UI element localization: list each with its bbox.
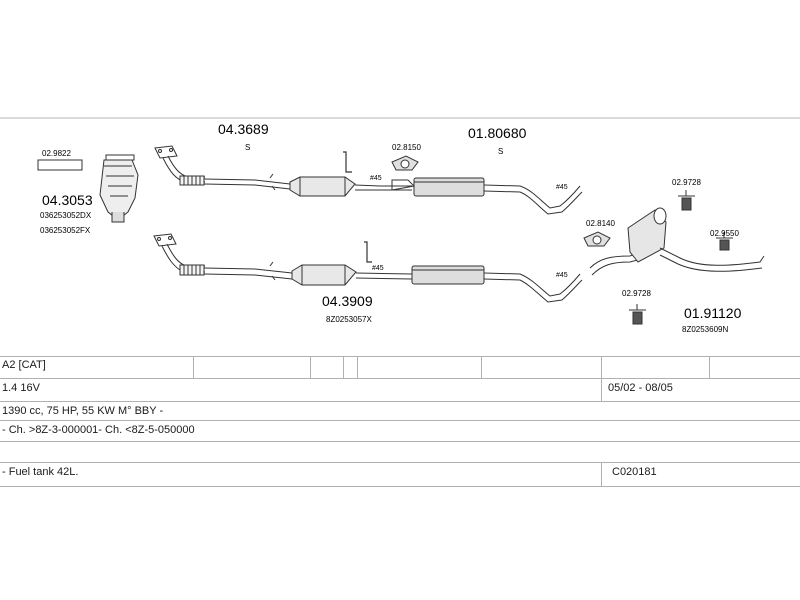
front-pipe-upper[interactable] [154, 145, 291, 191]
annotation-45-2: #45 [556, 184, 568, 191]
table-border [0, 401, 800, 402]
code-036253052FX: 036253052FX [40, 226, 91, 235]
rear-silencer[interactable] [589, 207, 765, 276]
table-border [0, 462, 800, 463]
hanger-upper[interactable] [343, 151, 352, 173]
hanger-lower[interactable] [364, 241, 372, 263]
table-border [0, 420, 800, 421]
table-divider [481, 356, 482, 378]
label-04-3689: 04.3689 [218, 121, 269, 137]
label-02-9728-upper: 02.9728 [672, 178, 701, 187]
engine-cell: 1.4 16V [2, 382, 40, 394]
label-04-3053: 04.3053 [42, 192, 93, 208]
annotation-45-1: #45 [370, 175, 382, 182]
table-divider [343, 356, 344, 378]
label-02-9550: 02.9550 [710, 229, 739, 238]
table-divider [709, 356, 710, 378]
table-border [0, 441, 800, 442]
specs-cell: 1390 cc, 75 HP, 55 KW M° BBY - [2, 405, 164, 417]
date-range-cell: 05/02 - 08/05 [608, 382, 673, 394]
chassis-cell: - Ch. >8Z-3-000001- Ch. <8Z-5-050000 [2, 424, 195, 436]
label-01-80680: 01.80680 [468, 125, 527, 141]
label-02-8150: 02.8150 [392, 143, 421, 152]
code-8Z0253057X: 8Z0253057X [326, 315, 372, 324]
gasket-02-9822[interactable] [37, 159, 83, 171]
table-divider [310, 356, 311, 378]
gasket-02-8140[interactable] [583, 231, 611, 247]
middle-silencer-lower[interactable] [411, 265, 583, 303]
table-border [0, 378, 800, 379]
gasket-02-8150[interactable] [391, 155, 419, 191]
table-divider [193, 356, 194, 378]
table-divider [357, 356, 358, 378]
label-02-9822: 02.9822 [42, 149, 71, 158]
model-cell: A2 [CAT] [2, 359, 46, 371]
label-01-80680-sub: S [498, 147, 503, 156]
code-036253052DX: 036253052DX [40, 211, 92, 220]
code-8Z0253609N: 8Z0253609N [682, 325, 728, 334]
catalyst-upper[interactable] [289, 176, 381, 197]
label-01-91120: 01.91120 [684, 305, 742, 321]
label-02-9728-lower: 02.9728 [622, 289, 651, 298]
catalyst-lower[interactable] [291, 264, 413, 286]
label-02-8140: 02.8140 [586, 219, 615, 228]
rubber-mount-02-9728-lower[interactable] [629, 304, 646, 325]
rubber-mount-02-9550[interactable] [716, 232, 733, 251]
note-cell: - Fuel tank 42L. [2, 466, 79, 478]
table-border [0, 486, 800, 487]
ref-code-cell: C020181 [612, 466, 657, 478]
label-04-3689-sub: S [245, 143, 250, 152]
front-pipe-lower[interactable] [153, 233, 293, 281]
annotation-45-4: #45 [556, 272, 568, 279]
table-divider [601, 356, 602, 401]
label-04-3909: 04.3909 [322, 293, 373, 309]
rubber-mount-02-9728-upper[interactable] [678, 190, 695, 211]
table-border [0, 356, 800, 357]
middle-silencer-upper[interactable] [380, 177, 583, 215]
table-divider [601, 462, 602, 486]
annotation-45-3: #45 [372, 265, 384, 272]
